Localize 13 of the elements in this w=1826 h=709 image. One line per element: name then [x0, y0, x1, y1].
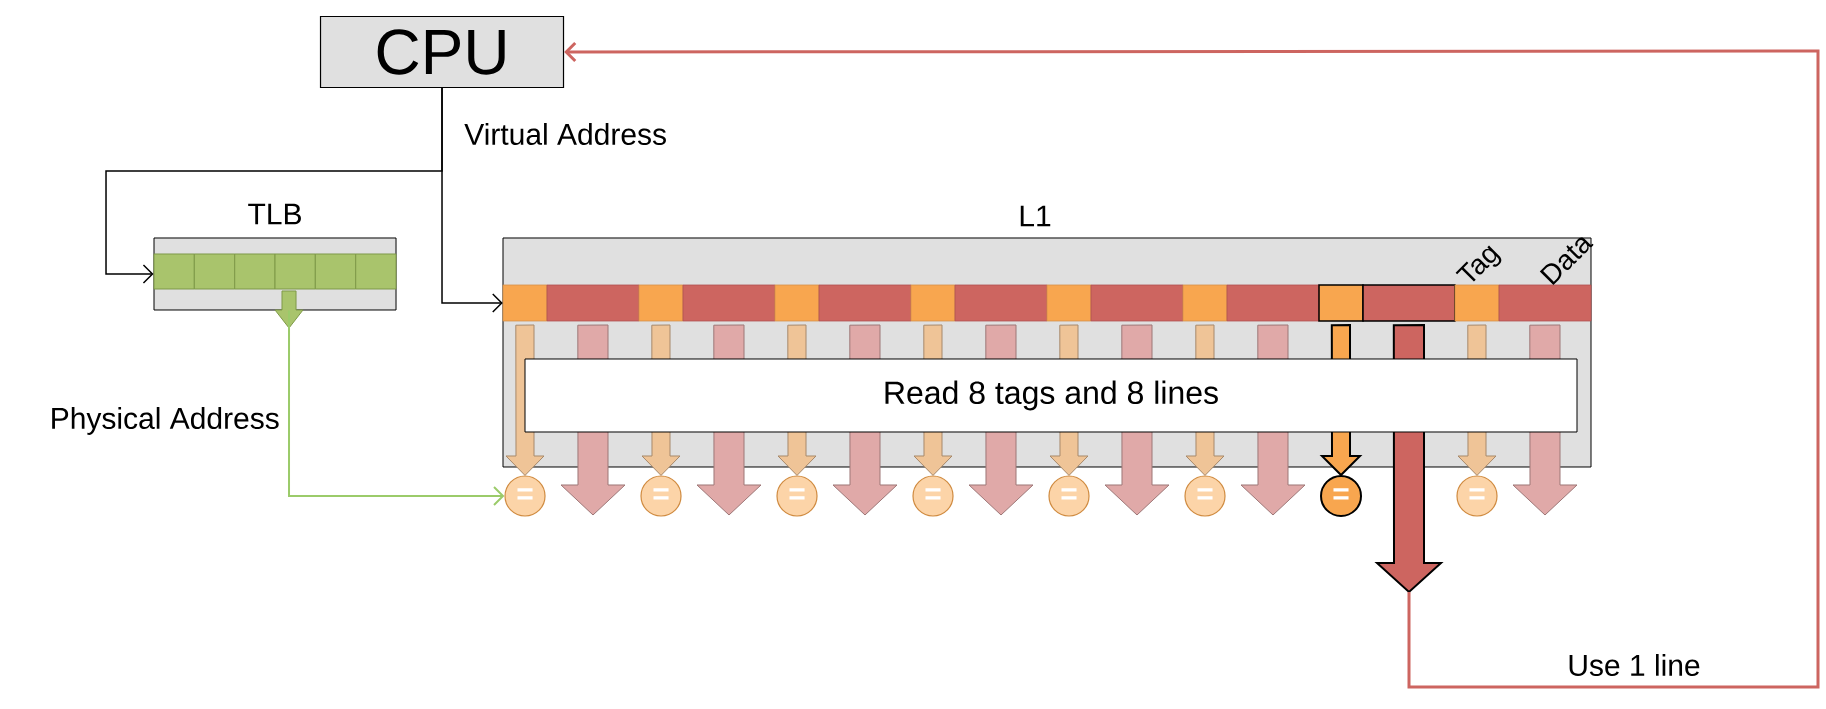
- edge-label: Virtual Address: [462, 121, 670, 147]
- edge-label: Use 1 line: [1565, 652, 1703, 678]
- arrow: [105, 87, 443, 284]
- tlb-box: TLB: [153, 203, 397, 329]
- cache-line-row: [502, 284, 1592, 322]
- note-box: Read 8 tags and 8 lines: [524, 358, 1578, 433]
- node-label: L1: [1020, 205, 1051, 227]
- edge-label: Physical Address: [47, 405, 282, 437]
- arrow: [288, 309, 505, 506]
- cpu-box: CPU: [319, 15, 565, 89]
- node-label: TLB: [248, 203, 301, 225]
- column-label: Tag: [1455, 245, 1502, 282]
- arrow: [564, 41, 1820, 689]
